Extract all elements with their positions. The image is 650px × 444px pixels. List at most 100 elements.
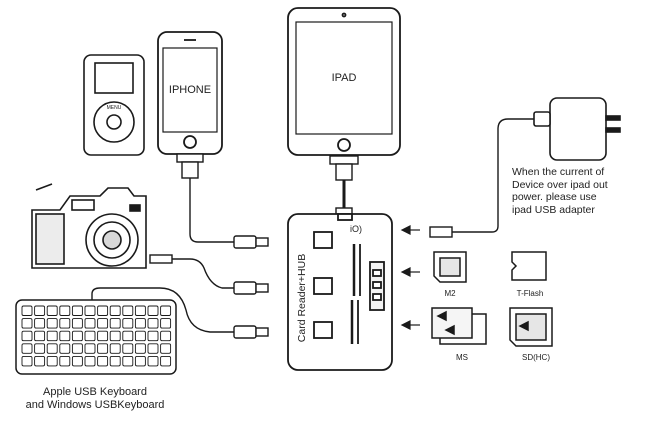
keyboard-note: Apple USB Keyboard and Windows USBKeyboa…: [6, 386, 184, 412]
power-adapter: [533, 97, 621, 161]
keyboard-key: [46, 318, 58, 329]
keyboard-key: [71, 355, 83, 367]
keyboard-key: [59, 305, 71, 316]
camera-device: [31, 183, 147, 269]
adapter-note-line-2: Device over ipad out: [512, 178, 608, 191]
keyboard-key: [147, 305, 159, 316]
keyboard-key: [21, 343, 33, 354]
keyboard-key: [97, 305, 109, 316]
keyboard-key: [97, 355, 109, 367]
keyboard-key: [160, 330, 172, 342]
keyboard-key: [122, 343, 134, 354]
usb-plug-3: [233, 325, 269, 339]
keyboard-key: [122, 355, 134, 367]
tflash-label: T-Flash: [517, 289, 544, 298]
tflash-card: [511, 251, 547, 281]
sdhc-label: SD(HC): [522, 353, 550, 362]
adapter-note: When the current of Device over ipad out…: [512, 166, 608, 216]
keyboard-key: [71, 343, 83, 354]
keyboard-key: [109, 330, 121, 342]
adapter-cable: [429, 118, 534, 238]
keyboard-key: [134, 330, 146, 342]
keyboard-note-line-2: and Windows USBKeyboard: [25, 399, 165, 412]
arrow-lower-cards: [400, 320, 420, 330]
keyboard-key: [59, 330, 71, 342]
ms-label: MS: [456, 353, 468, 362]
adapter-note-line-4: ipad USB adapter: [512, 203, 595, 216]
keyboard-key: [34, 305, 46, 316]
keyboard-key: [59, 355, 71, 367]
keyboard-key: [134, 318, 146, 329]
ms-card: [431, 307, 487, 345]
iphone-dock-cable: [176, 153, 234, 243]
keyboard-key: [71, 318, 83, 329]
arrow-upper-cards: [400, 267, 420, 277]
sd-card: [509, 307, 553, 347]
keyboard-key: [84, 343, 96, 354]
keyboard-key: [147, 343, 159, 354]
keyboard-key: [97, 330, 109, 342]
keyboard-key: [97, 343, 109, 354]
keyboard-key: [147, 318, 159, 329]
m2-card: [433, 251, 467, 283]
keyboard-key: [147, 330, 159, 342]
keyboard-key: [46, 355, 58, 367]
keyboard-key: [122, 305, 134, 316]
keyboard-key: [134, 305, 146, 316]
svg-text:MENU: MENU: [107, 105, 122, 111]
keyboard-key: [84, 305, 96, 316]
keyboard-key: [160, 355, 172, 367]
ipad-device: [287, 7, 401, 156]
card-reader-hub: [287, 213, 393, 371]
keyboard-key: [134, 343, 146, 354]
keyboard-key: [109, 318, 121, 329]
keyboard-key: [46, 305, 58, 316]
adapter-note-line-3: power. please use: [512, 191, 597, 204]
keyboard-cable: [91, 287, 234, 333]
iphone-label: IPHONE: [169, 84, 211, 96]
hub-top-glyph: iO): [350, 224, 362, 234]
keyboard-key: [59, 318, 71, 329]
keyboard-key: [71, 330, 83, 342]
keyboard-key: [34, 318, 46, 329]
keyboard-note-line-1: Apple USB Keyboard: [43, 386, 147, 398]
keyboard-key: [84, 330, 96, 342]
keyboard-key: [109, 355, 121, 367]
adapter-note-line-1: When the current of: [512, 166, 605, 178]
keyboard-key: [160, 318, 172, 329]
keyboard-key: [46, 330, 58, 342]
keyboard-key: [160, 343, 172, 354]
keyboard-key: [34, 355, 46, 367]
keyboard-keys: [21, 305, 172, 367]
ipad-dock-cable: [329, 155, 359, 217]
keyboard-key: [84, 318, 96, 329]
keyboard-key: [71, 305, 83, 316]
keyboard-key: [122, 318, 134, 329]
keyboard-key: [46, 343, 58, 354]
keyboard-key: [134, 355, 146, 367]
keyboard-key: [34, 330, 46, 342]
usb-plug-2: [233, 281, 269, 295]
iphone-device: [157, 31, 223, 155]
keyboard-key: [147, 355, 159, 367]
keyboard-key: [109, 343, 121, 354]
hub-label: Card Reader+HUB: [296, 254, 308, 342]
usb-plug-1: [233, 235, 269, 249]
ipod-device: MENU: [83, 54, 145, 156]
keyboard-key: [34, 343, 46, 354]
camera-usb-cable: [149, 254, 234, 289]
keyboard-key: [160, 305, 172, 316]
keyboard-key: [84, 355, 96, 367]
keyboard-key: [59, 343, 71, 354]
arrow-adapter: [400, 225, 420, 235]
keyboard-key: [122, 330, 134, 342]
ipad-label: IPAD: [332, 72, 357, 84]
keyboard-key: [97, 318, 109, 329]
keyboard-key: [21, 318, 33, 329]
keyboard-key: [21, 355, 33, 367]
keyboard-key: [109, 305, 121, 316]
m2-label: M2: [444, 289, 456, 298]
keyboard-key: [21, 330, 33, 342]
